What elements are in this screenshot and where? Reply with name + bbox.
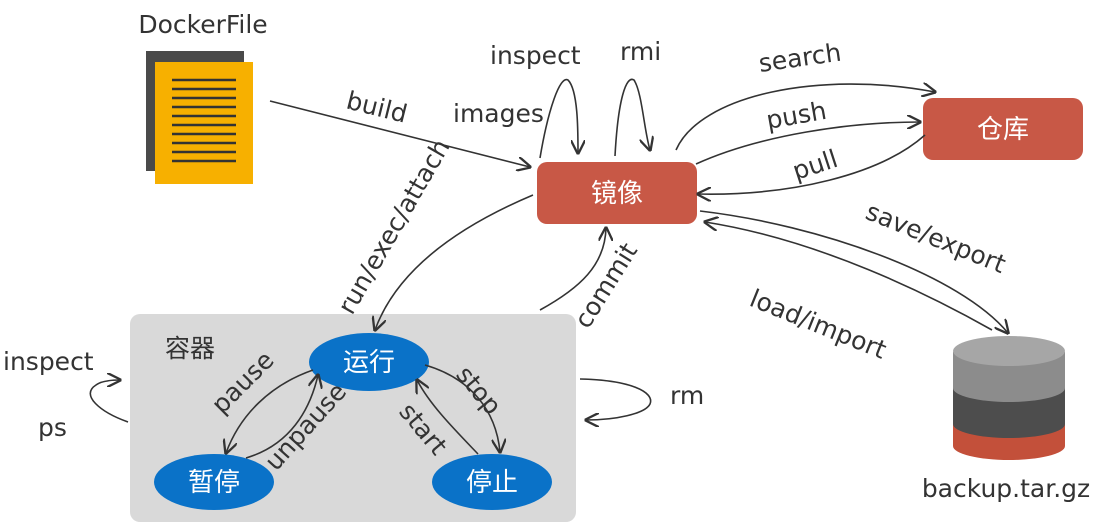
push-label: push — [764, 96, 829, 135]
inspect-container-label: inspect — [3, 347, 94, 376]
pause-arrow — [226, 369, 314, 453]
paused-node-label: 暂停 — [188, 468, 240, 498]
rmi-label: rmi — [620, 37, 661, 66]
backup-database-icon — [953, 336, 1065, 460]
rmi-arrow — [614, 78, 650, 157]
push-arrow — [695, 122, 920, 165]
images-label: images — [453, 99, 544, 128]
registry-node[interactable]: 仓库 — [923, 98, 1083, 160]
save-export-arrow — [699, 210, 1008, 333]
build-arrow — [269, 100, 530, 167]
load-import-arrow — [705, 222, 993, 331]
run-arrow — [375, 194, 534, 330]
commit-arrow — [539, 228, 606, 311]
dockerfile-icon — [146, 51, 253, 184]
search-arrow — [675, 84, 935, 151]
inspect-image-label: inspect — [490, 41, 581, 70]
backup-label: backup.tar.gz — [922, 474, 1090, 503]
image-node[interactable]: 镜像 — [537, 162, 697, 224]
image-node-label: 镜像 — [591, 179, 643, 209]
ps-label: ps — [38, 413, 67, 442]
stopped-node-label: 停止 — [466, 468, 518, 498]
paused-node[interactable]: 暂停 — [154, 454, 274, 510]
running-node-label: 运行 — [343, 348, 395, 378]
start-arrow — [417, 380, 479, 455]
container-group-label: 容器 — [165, 334, 215, 363]
dockerfile-label: DockerFile — [138, 10, 267, 39]
run-exec-attach-label: run/exec/attach — [332, 134, 455, 319]
stopped-node[interactable]: 停止 — [432, 454, 552, 510]
stop-arrow — [424, 364, 500, 452]
running-node[interactable]: 运行 — [309, 333, 429, 391]
search-label: search — [757, 38, 843, 78]
save-export-label: save/export — [862, 197, 1010, 279]
load-import-label: load/import — [746, 284, 891, 365]
rm-arrow — [579, 378, 652, 420]
rm-label: rm — [670, 381, 704, 410]
commit-label: commit — [568, 238, 643, 334]
registry-node-label: 仓库 — [977, 115, 1029, 145]
pull-arrow — [698, 134, 926, 194]
unpause-arrow — [245, 375, 318, 459]
inspect-image-arrow — [539, 78, 578, 159]
inspect-container-arrow — [89, 380, 129, 423]
